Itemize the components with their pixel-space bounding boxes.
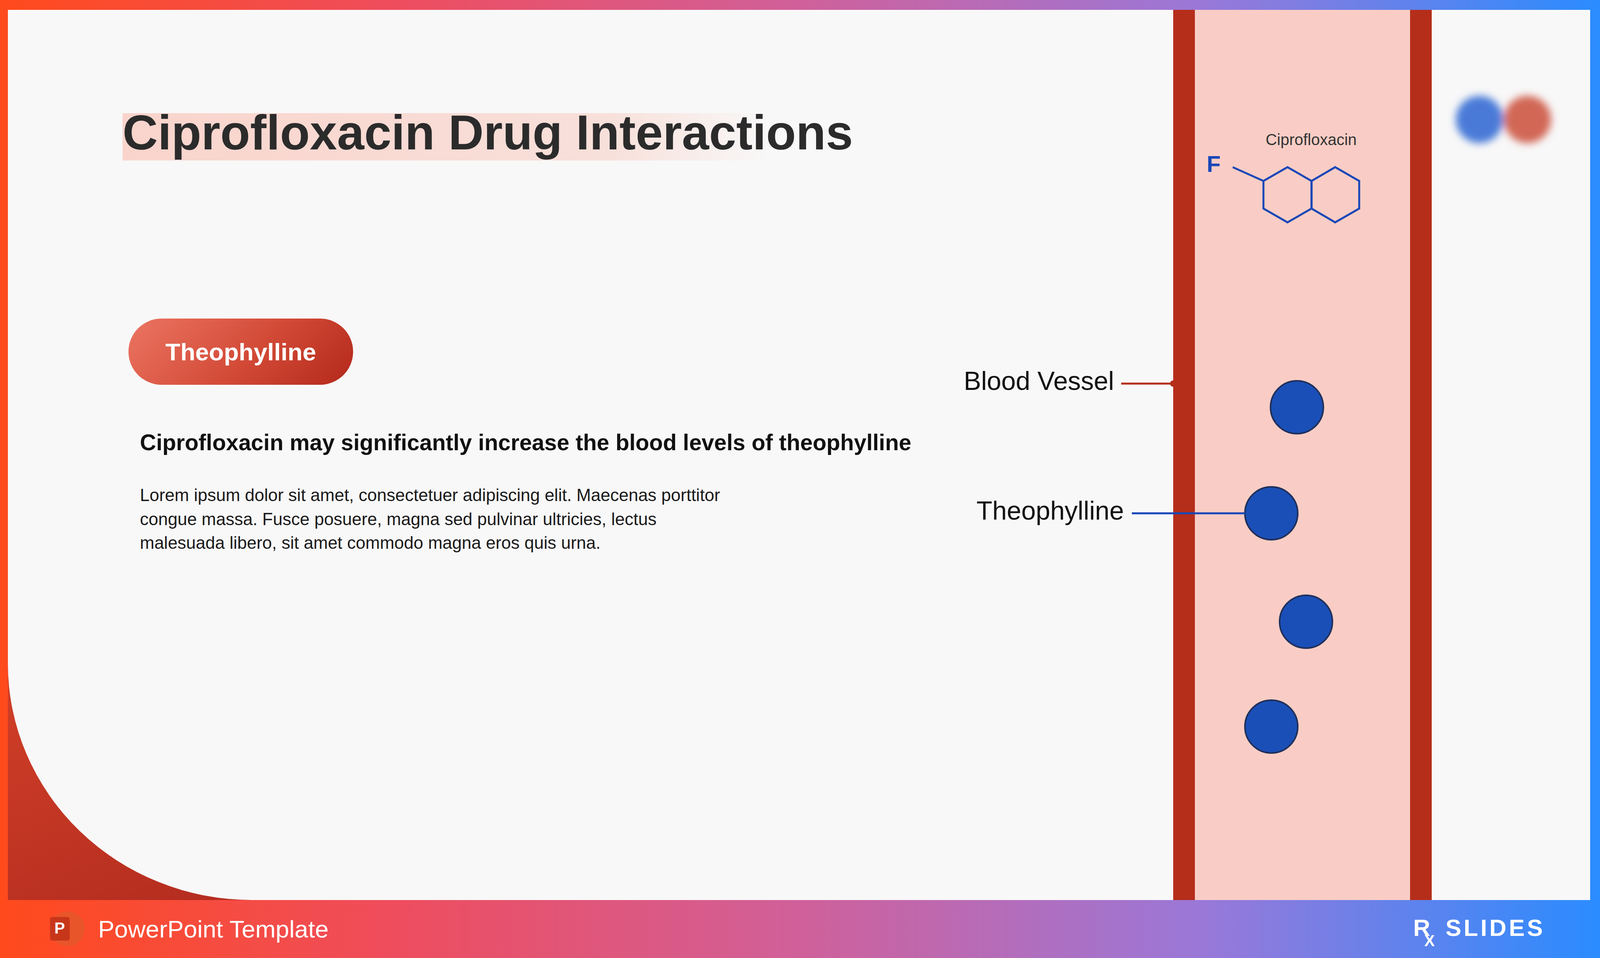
logo-text: SLIDES bbox=[1445, 913, 1546, 942]
drug-pill: Theophylline bbox=[128, 318, 354, 385]
slide-title: Ciprofloxacin Drug Interactions bbox=[122, 105, 853, 160]
callout-label: Theophylline bbox=[976, 494, 1124, 527]
leader-line bbox=[1131, 512, 1245, 515]
vessel-wall bbox=[1410, 9, 1432, 900]
vessel-wall bbox=[1173, 9, 1195, 900]
molecule bbox=[1232, 167, 1360, 223]
body-text: Lorem ipsum dolor sit amet, consectetuer… bbox=[139, 483, 724, 555]
drug-label: Ciprofloxacin bbox=[1265, 130, 1357, 149]
vessel-lumen bbox=[1194, 9, 1411, 900]
leader-dot bbox=[1170, 380, 1177, 387]
theophylline-molecules bbox=[1244, 380, 1333, 753]
decor-dots bbox=[1455, 95, 1552, 144]
app-icon bbox=[50, 916, 70, 941]
fluorine-symbol: F bbox=[1206, 150, 1221, 178]
app-icon-letter: P bbox=[54, 918, 66, 938]
pill-label: Theophylline bbox=[165, 337, 317, 366]
footer-text: PowerPoint Template bbox=[98, 914, 329, 944]
logo-subscript: X bbox=[1424, 930, 1435, 950]
callout-label: Blood Vessel bbox=[963, 365, 1115, 397]
app-icon bbox=[50, 911, 85, 946]
key-statement: Ciprofloxacin may significantly increase… bbox=[139, 428, 912, 456]
leader-line bbox=[1121, 382, 1174, 385]
